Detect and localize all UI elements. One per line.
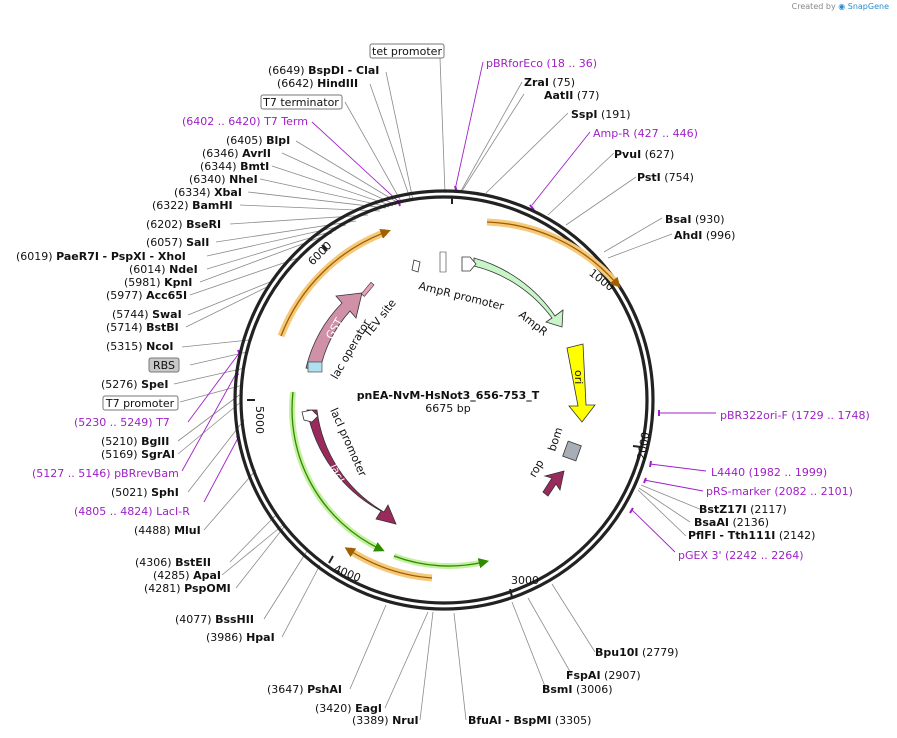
enzyme-label: AhdI (996) <box>674 229 735 242</box>
rbs-box: RBS <box>148 357 180 373</box>
enzyme-labels-right: BfuAI - BspMI (3305) BsmI (3006) FspAI (… <box>468 76 815 727</box>
snapgene-credit: Created by ◉ SnapGene <box>792 2 889 11</box>
ampr-label: AmpR <box>516 308 550 339</box>
primer-labels: (6402 .. 6420) T7 Term (5230 .. 5249) T7… <box>32 57 870 562</box>
enzyme-label: (3986) HpaI <box>206 631 275 644</box>
ampr-arrow <box>473 257 564 328</box>
enzyme-label: (4488) MluI <box>134 524 201 537</box>
terminator-mark <box>439 251 447 273</box>
enzyme-label: PflFI - Tth111I (2142) <box>688 529 815 542</box>
tick-5000: 5000 <box>253 406 266 434</box>
enzyme-label: (6057) SalI <box>146 236 209 249</box>
backbone-inner <box>239 195 649 605</box>
enzyme-label: (6649) BspDI - ClaI <box>268 64 379 77</box>
enzyme-label: (5315) NcoI <box>106 340 173 353</box>
enzyme-label: (6642) HindIII <box>277 77 358 90</box>
primer-label: pBRforEco (18 .. 36) <box>486 57 597 70</box>
primer-label: (5127 .. 5146) pBRrevBam <box>32 467 179 480</box>
enzyme-label: (5981) KpnI <box>124 276 192 289</box>
ori-arrow <box>566 343 596 423</box>
tev-site-label: TEV site <box>361 297 399 341</box>
laci-promoter-arrow <box>301 409 319 423</box>
primer-label: pBR322ori-F (1729 .. 1748) <box>720 409 870 422</box>
primer-label: (4805 .. 4824) LacI-R <box>74 505 190 518</box>
enzyme-label: (5021) SphI <box>111 486 179 499</box>
gst-arrow <box>305 292 363 371</box>
primer-label: pRS-marker (2082 .. 2101) <box>706 485 853 498</box>
credit-brand: SnapGene <box>847 2 889 11</box>
enzyme-label: (4285) ApaI <box>153 569 221 582</box>
plasmid-size: 6675 bp <box>425 402 470 415</box>
primer-label: (6402 .. 6420) T7 Term <box>182 115 308 128</box>
svg-text:T7 terminator: T7 terminator <box>262 96 339 109</box>
credit-prefix: Created by <box>791 2 836 11</box>
enzyme-label: (5276) SpeI <box>101 378 168 391</box>
enzyme-label: (5744) SwaI <box>112 308 182 321</box>
svg-text:tet promoter: tet promoter <box>372 45 442 58</box>
enzyme-label: (4077) BssHII <box>175 613 254 626</box>
enzyme-label: BsaI (930) <box>665 213 725 226</box>
enzyme-label: (6405) BlpI <box>226 134 290 147</box>
primer-label: (5230 .. 5249) T7 <box>74 416 170 429</box>
enzyme-label: (6014) NdeI <box>129 263 198 276</box>
backbone-outer <box>233 189 655 611</box>
svg-text:RBS: RBS <box>153 359 175 372</box>
ampr-promoter-arrow <box>461 256 477 272</box>
ori-label: ori <box>572 370 585 384</box>
enzyme-label: BfuAI - BspMI (3305) <box>468 714 591 727</box>
tev-site-mark <box>360 281 375 297</box>
enzyme-label: (5977) Acc65I <box>106 289 187 302</box>
enzyme-label: BsaAI (2136) <box>694 516 769 529</box>
enzyme-label: (4306) BstEII <box>135 556 211 569</box>
enzyme-label: PvuI (627) <box>614 148 674 161</box>
laci-arrow <box>306 409 397 525</box>
enzyme-label: (6019) PaeR7I - PspXI - XhoI <box>16 250 186 263</box>
tick-4000: 4000 <box>332 562 363 585</box>
plasmid-name: pnEA-NvM-HsNot3_656-753_T <box>357 389 540 402</box>
enzyme-label: (5714) BstBI <box>106 321 179 334</box>
enzyme-label: BsmI (3006) <box>542 683 613 696</box>
enzyme-label: (5169) SgrAI <box>101 448 175 461</box>
enzyme-label: (6322) BamHI <box>152 199 233 212</box>
rop-arrow <box>542 470 565 497</box>
primer-label: pGEX 3' (2242 .. 2264) <box>678 549 804 562</box>
t7-terminator-box: T7 terminator <box>260 94 343 110</box>
lac-operator-mark <box>307 361 323 373</box>
rop-label: rop <box>526 457 546 479</box>
tick-3000: 3000 <box>511 574 539 587</box>
bom-label: bom <box>545 426 565 453</box>
tick-2000: 2000 <box>635 431 653 461</box>
enzyme-label: (4281) PspOMI <box>144 582 231 595</box>
primer-label: Amp-R (427 .. 446) <box>593 127 698 140</box>
enzyme-label: BstZ17I (2117) <box>699 503 787 516</box>
enzyme-label: ZraI (75) <box>524 76 575 89</box>
enzyme-label: (6346) AvrII <box>202 147 271 160</box>
enzyme-label: AatII (77) <box>544 89 599 102</box>
bom-box <box>562 440 582 462</box>
svg-text:T7 promoter: T7 promoter <box>105 397 175 410</box>
tet-promoter-box: tet promoter <box>369 43 445 59</box>
t7-promoter-box: T7 promoter <box>102 395 179 411</box>
tick-labels: 1000 2000 3000 4000 5000 6000 <box>253 239 652 587</box>
ampr-promoter-label: AmpR promoter <box>417 279 505 313</box>
enzyme-label: FspAI (2907) <box>566 669 641 682</box>
enzyme-label: SspI (191) <box>571 108 631 121</box>
enzyme-label: (6340) NheI <box>189 173 258 186</box>
enzyme-label: (6334) XbaI <box>174 186 242 199</box>
primer-label: L4440 (1982 .. 1999) <box>711 466 827 479</box>
t7-promoter-mark <box>411 259 421 273</box>
primer-leaders <box>181 61 716 553</box>
snapgene-logo-icon: ◉ <box>838 2 846 11</box>
enzyme-label: (6202) BseRI <box>146 218 221 231</box>
enzyme-label: PstI (754) <box>637 171 694 184</box>
enzyme-label: (3647) PshAI <box>267 683 342 696</box>
enzyme-label: (6344) BmtI <box>200 160 269 173</box>
enzyme-labels-left: (6649) BspDI - ClaI (6642) HindIII (6405… <box>16 64 419 727</box>
enzyme-label: (5210) BglII <box>101 435 169 448</box>
enzyme-label: (3420) EagI <box>315 702 382 715</box>
enzyme-label: (3389) NruI <box>352 714 419 727</box>
enzyme-label: Bpu10I (2779) <box>595 646 679 659</box>
